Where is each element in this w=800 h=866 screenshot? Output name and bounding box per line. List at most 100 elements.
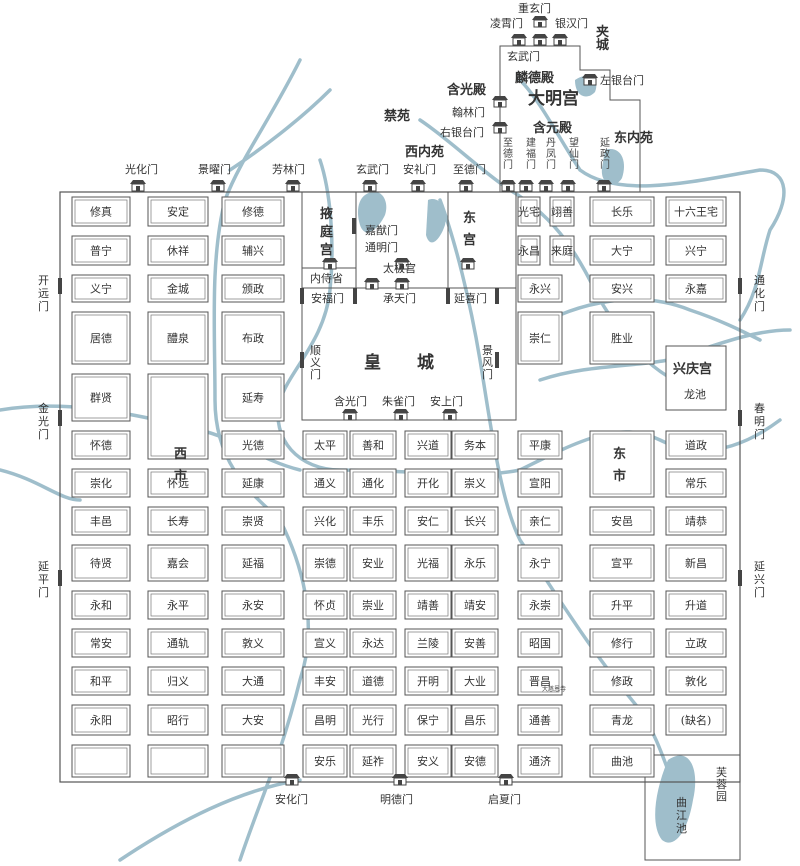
ward-block: 安德	[451, 744, 499, 778]
ward-block: 翊善	[549, 196, 575, 227]
ward-block: 长乐	[589, 196, 655, 227]
ward-name: 亲仁	[529, 514, 551, 528]
wall-gate-mark	[353, 288, 357, 304]
ward-block: 升平	[589, 590, 655, 620]
gate-label: 明德门	[380, 792, 413, 806]
gate-tower-icon	[532, 34, 548, 46]
furong-garden-label: 芙蓉园	[716, 765, 727, 803]
ward-block: 安兴	[589, 274, 655, 303]
ward-block: 道德	[349, 666, 397, 696]
ward-block: 怀德	[71, 430, 131, 460]
ward-block: 十六王宅	[665, 196, 727, 227]
ward-name: 待贤	[90, 556, 112, 570]
east-market-label: 东市	[613, 446, 626, 484]
ward-name: 安邑	[611, 514, 633, 528]
ward-block: 崇仁	[517, 311, 563, 365]
ward-name: 通义	[314, 477, 336, 490]
ward-block: 辅兴	[221, 235, 285, 266]
ward-block: 长寿	[147, 506, 209, 536]
gate-tower-icon	[392, 774, 408, 786]
gate-label: 延兴门	[754, 560, 765, 599]
ward-name: 崇贤	[242, 515, 264, 528]
gate-tower-icon	[492, 96, 508, 108]
ward-name: 青龙	[611, 714, 633, 727]
gate-tower-icon	[532, 16, 548, 28]
ward-name: 崇义	[464, 477, 486, 490]
ward-name: (缺名)	[681, 713, 712, 727]
ward-block: 延福	[221, 544, 285, 582]
gate-label: 景风门	[482, 344, 493, 381]
ward-block: 兴道	[404, 430, 452, 460]
gate-label: 望仙门	[569, 136, 579, 171]
ward-block: 修真	[71, 196, 131, 227]
ward-block: 兰陵	[404, 628, 452, 658]
ward-name: 安德	[464, 754, 486, 768]
ward-block: 永昌	[517, 235, 541, 266]
ward-block: 开明	[404, 666, 452, 696]
gate-label: 景曜门	[198, 162, 231, 176]
ward-block: 待贤	[71, 544, 131, 582]
ward-block: 光宅	[517, 196, 541, 227]
ward-block: 嘉会	[147, 544, 209, 582]
gate-tower-icon	[492, 122, 508, 134]
east-gate-labels: 通化门 春明门 延兴门	[754, 274, 765, 599]
ward-name: 长兴	[464, 515, 486, 528]
south-gate-labels: 安化门 明德门 启夏门	[275, 792, 521, 806]
ward-block: 安定	[147, 196, 209, 227]
xingqing-palace-label: 兴庆宫	[673, 361, 712, 377]
ward-block: 安业	[349, 544, 397, 582]
ward-block: 安仁	[404, 506, 452, 536]
ward-name: 十六王宅	[674, 205, 718, 219]
imperial-city-wall	[301, 191, 517, 421]
ward-name: 永乐	[464, 556, 486, 570]
ward-name: 居德	[90, 331, 112, 345]
ward-block: 大通	[221, 666, 285, 696]
gate-tower-icon	[210, 180, 226, 192]
gate-tower-icon	[538, 180, 554, 192]
ward-name: 宣阳	[529, 476, 551, 490]
ward-name: 常乐	[685, 477, 707, 490]
ward-block: 丰邑	[71, 506, 131, 536]
ward-block: 安乐	[302, 744, 348, 778]
gate-label: 延政门	[600, 137, 610, 171]
ward-block: 通化	[349, 468, 397, 498]
xineiyuan-label: 西内苑	[405, 144, 444, 160]
ward-block: 务本	[451, 430, 499, 460]
ward-block: 宣义	[302, 628, 348, 658]
ward-block: 归义	[147, 666, 209, 696]
ward-name: 光行	[362, 713, 384, 727]
ward-name: 永昌	[518, 244, 540, 258]
ward-name: 长乐	[611, 206, 633, 219]
gate-tower-icon	[285, 180, 301, 192]
ward-name: 休祥	[167, 244, 189, 258]
taiji-palace-label: 太极宫	[383, 261, 416, 275]
gate-label: 安上门	[430, 394, 463, 408]
west-market-label: 西市	[174, 447, 187, 484]
ward-name: 通化	[362, 476, 384, 490]
ward-block: 常乐	[665, 468, 727, 498]
ward-name: 安定	[167, 205, 189, 219]
gate-tower-icon	[394, 258, 410, 270]
gate-label: 丹凤门	[546, 137, 556, 171]
ward-block: 昭国	[517, 628, 563, 658]
ward-name: 长寿	[167, 514, 189, 528]
hall-label: 翰林门	[452, 105, 485, 119]
gate-tower-icon	[560, 180, 576, 192]
ward-block: 永嘉	[665, 274, 727, 303]
ward-name: 昌明	[314, 714, 336, 727]
gate-tower-icon	[552, 34, 568, 46]
ward-block: 亲仁	[517, 506, 563, 536]
ward-block: 安邑	[589, 506, 655, 536]
gate-label: 建福门	[526, 136, 536, 171]
ward-name: 兴道	[417, 438, 439, 452]
daming-labels: 重玄门 凌霄门 银汉门 玄武门 左银台门 右银台门 夹城 麟德殿 大明宫 含光殿…	[440, 1, 653, 171]
ward-name: 平康	[529, 438, 551, 452]
ward-block: 靖恭	[665, 506, 727, 536]
ward-name: 怀德	[90, 438, 112, 452]
ward-name: 修真	[90, 205, 112, 219]
ward-name: 通济	[529, 754, 551, 768]
ward-block: 普宁	[71, 235, 131, 266]
longchi-label: 龙池	[684, 388, 706, 401]
ward-block	[71, 744, 131, 778]
